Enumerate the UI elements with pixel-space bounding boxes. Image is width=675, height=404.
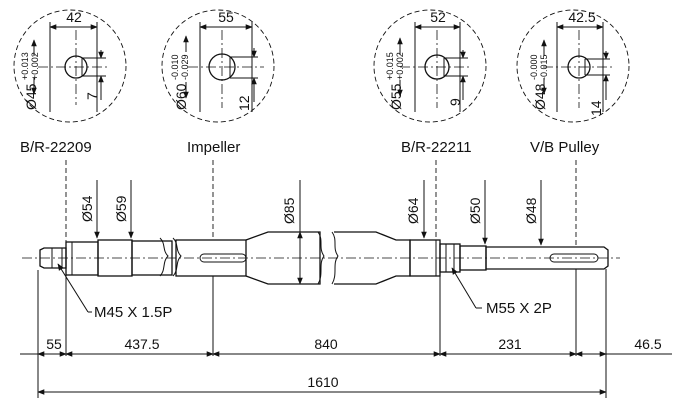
- length-total: 1610: [307, 374, 338, 390]
- key-depth: 14: [588, 100, 604, 116]
- length-840: 840: [314, 336, 338, 352]
- detail-circle: [161, 9, 275, 123]
- keyway-impeller: [199, 253, 247, 263]
- detail-3: 52 9 Ø55 +0.015 +0.002: [373, 9, 487, 123]
- detail-4: 42.5 14 Ø48 -0.000 -0.015: [516, 9, 630, 123]
- label-pulley: V/B Pulley: [530, 139, 600, 156]
- dia-54: Ø54: [79, 195, 95, 222]
- label-bearing-2: B/R-22211: [401, 139, 472, 156]
- extension-lines: [37, 160, 607, 398]
- shaft-dia: Ø45: [23, 83, 39, 110]
- key-length: 55: [218, 9, 234, 25]
- length-46-5: 46.5: [634, 336, 661, 352]
- tol-upper: -0.000: [529, 54, 539, 80]
- key-depth: 12: [236, 95, 252, 111]
- dia-48: Ø48: [523, 197, 539, 224]
- key-depth: 9: [447, 98, 463, 106]
- shaft-outline: [22, 231, 620, 285]
- detail-circle: [13, 9, 127, 123]
- detail-2: 55 12 Ø60 -0.010 -0.029: [161, 9, 275, 123]
- key-length: 42: [66, 9, 82, 25]
- detail-1: 42 7 Ø45 +0.013 +0.002: [13, 9, 127, 123]
- thread-right: M55 X 2P: [486, 300, 552, 317]
- shaft-dia: Ø60: [173, 83, 189, 110]
- tol-upper: +0.013: [20, 52, 30, 80]
- thread-left: M45 X 1.5P: [94, 304, 172, 321]
- tol-upper: -0.010: [170, 54, 180, 80]
- key-length: 52: [430, 9, 446, 25]
- key-depth: 7: [84, 92, 100, 100]
- tol-upper: +0.015: [385, 52, 395, 80]
- label-impeller: Impeller: [187, 139, 240, 156]
- tol-lower: +0.002: [30, 52, 40, 80]
- dia-85: Ø85: [281, 197, 297, 224]
- detail-circle: [516, 9, 630, 123]
- detail-circle: [373, 9, 487, 123]
- shaft-dia: Ø48: [532, 83, 548, 110]
- label-bearing-1: B/R-22209: [20, 139, 92, 156]
- tol-lower: +0.002: [395, 52, 405, 80]
- diameter-callouts: Ø54 Ø59 Ø85 Ø64 Ø50 Ø48: [79, 180, 544, 285]
- length-55: 55: [46, 336, 62, 352]
- key-length: 42.5: [568, 9, 595, 25]
- length-dimensions: 55 437.5 840 231 46.5 1610: [20, 336, 672, 395]
- shaft-dia: Ø55: [388, 83, 404, 110]
- keyway-pulley: [549, 253, 599, 263]
- thread-callouts: M45 X 1.5P M55 X 2P: [57, 263, 552, 321]
- tol-lower: -0.029: [180, 54, 190, 80]
- length-437-5: 437.5: [124, 336, 159, 352]
- dia-59: Ø59: [113, 195, 129, 222]
- dia-64: Ø64: [405, 197, 421, 224]
- length-231: 231: [498, 336, 522, 352]
- dia-50: Ø50: [467, 197, 483, 224]
- tol-lower: -0.015: [539, 54, 549, 80]
